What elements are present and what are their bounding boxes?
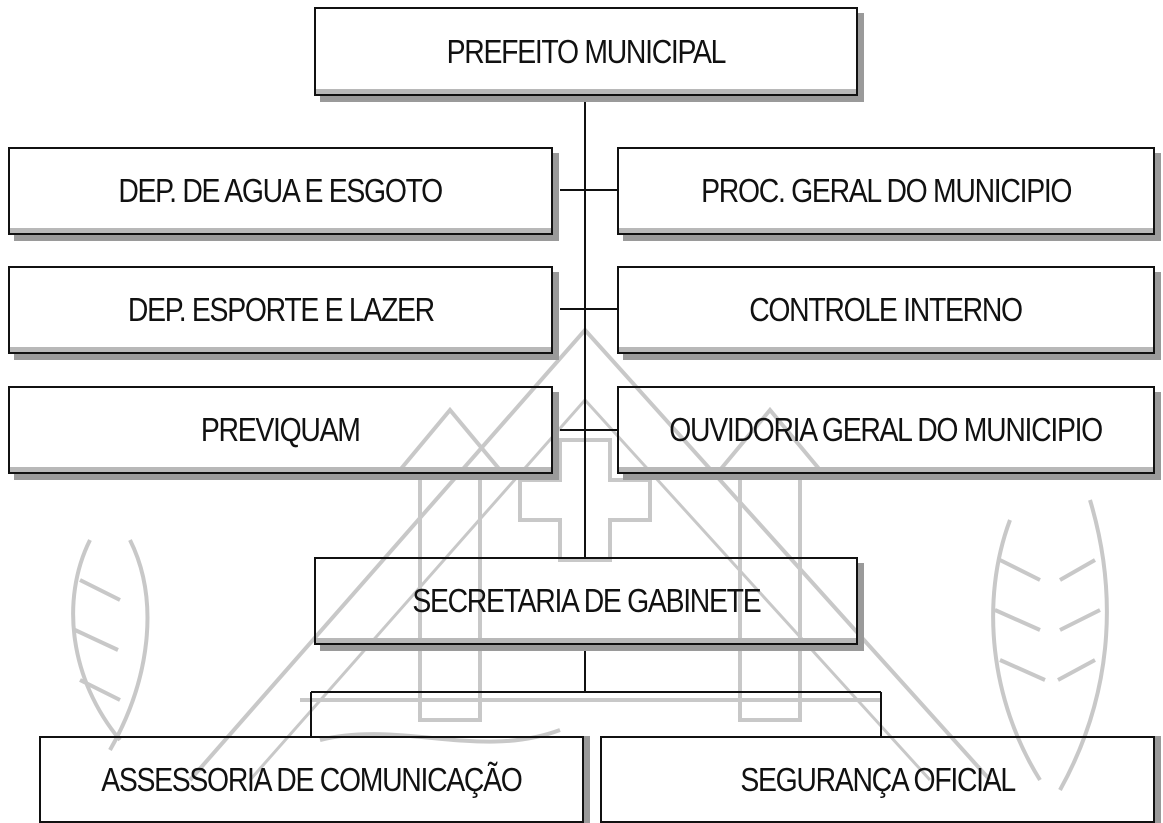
node-label: DEP. DE AGUA E ESGOTO [118, 172, 444, 209]
node-ouvidoria-geral: OUVIDORIA GERAL DO MUNICIPIO [617, 386, 1155, 474]
node-controle-interno: CONTROLE INTERNO [617, 266, 1155, 354]
node-label: ASSESSORIA DE COMUNICAÇÃO [101, 760, 523, 798]
node-assessoria-comunicacao: ASSESSORIA DE COMUNICAÇÃO [39, 736, 584, 823]
node-label: SECRETARIA DE GABINETE [411, 582, 761, 619]
node-label: PROC. GERAL DO MUNICIPIO [700, 172, 1072, 209]
node-label: DEP. ESPORTE E LAZER [127, 291, 435, 328]
node-seguranca-oficial: SEGURANÇA OFICIAL [600, 736, 1155, 823]
watermark-cross [518, 438, 652, 562]
node-previquam: PREVIQUAM [8, 386, 553, 474]
watermark-base [300, 698, 880, 744]
watermark-right-wheat [991, 499, 1109, 791]
node-label: OUVIDORIA GERAL DO MUNICIPIO [669, 411, 1104, 448]
node-label: PREVIQUAM [201, 411, 361, 448]
watermark-right-arrow [715, 406, 825, 722]
node-proc-geral: PROC. GERAL DO MUNICIPIO [617, 147, 1155, 235]
node-label: CONTROLE INTERNO [749, 291, 1024, 328]
node-dep-esporte-lazer: DEP. ESPORTE E LAZER [8, 266, 553, 354]
watermark-left-wreath [71, 539, 150, 751]
node-label: PREFEITO MUNICIPAL [446, 32, 727, 70]
watermark-left-arrow [395, 406, 505, 722]
node-prefeito-municipal: PREFEITO MUNICIPAL [314, 7, 858, 96]
node-secretaria-gabinete: SECRETARIA DE GABINETE [314, 557, 858, 645]
node-label: SEGURANÇA OFICIAL [740, 760, 1016, 798]
node-dep-agua-esgoto: DEP. DE AGUA E ESGOTO [8, 147, 553, 235]
